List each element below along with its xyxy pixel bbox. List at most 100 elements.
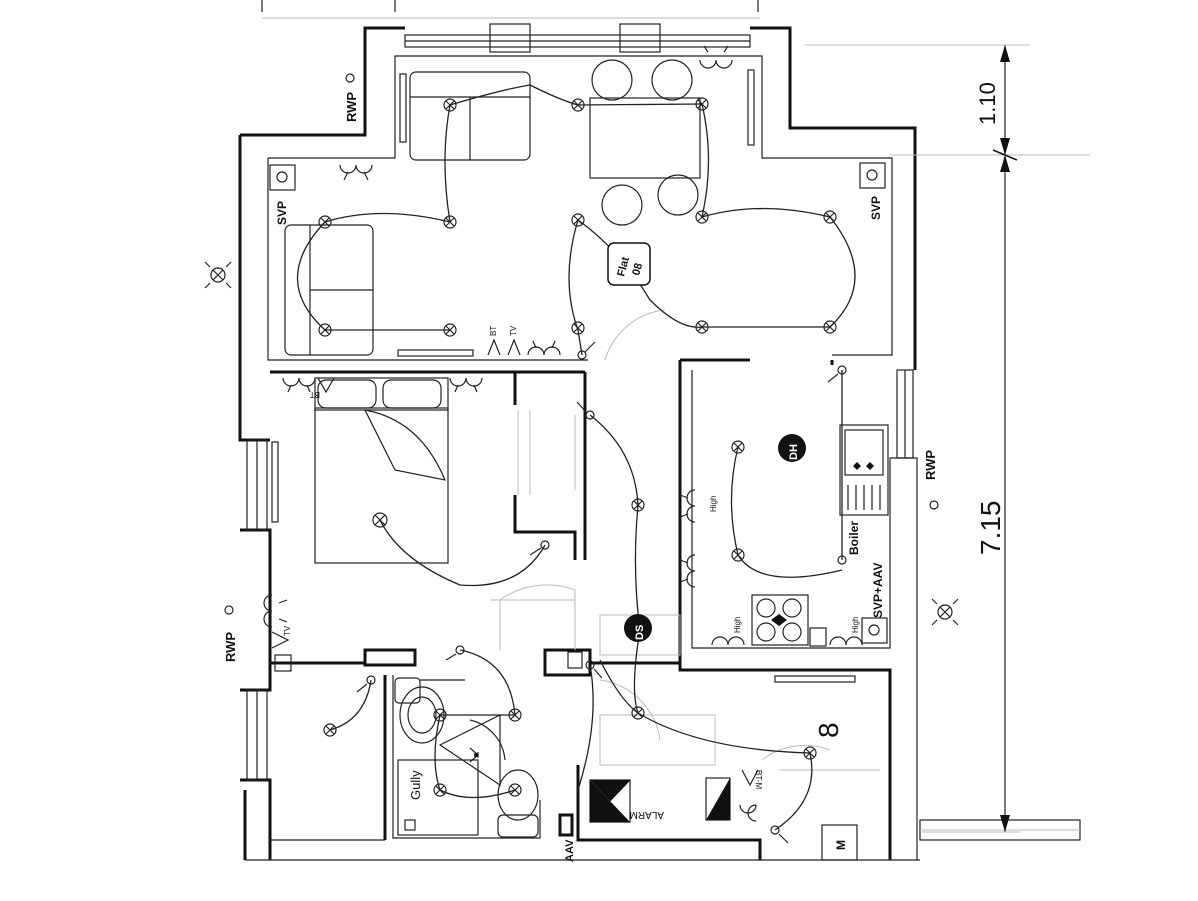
ceiling-light-icon [443,323,457,337]
light-switch-icon [529,540,550,556]
double-socket-icon [829,636,863,646]
light-switch-icon [585,660,603,679]
ceiling-light-icon [631,706,645,720]
hob [751,594,809,646]
double-socket-icon [263,594,288,628]
ceiling-light-icon [433,783,447,797]
ceiling-light-icon [823,320,837,334]
unit-number-label: 8 [813,722,844,738]
dh-symbol [778,434,806,462]
bt-label: BT [489,326,498,336]
external-light-icon [204,261,232,289]
switches [356,341,847,844]
flat-label: Flat [615,255,632,277]
sockets [263,45,863,822]
dimension-lines [805,44,1090,833]
ceiling-light-icon [695,97,709,111]
light-switch-icon [577,341,596,360]
windows [246,0,1081,841]
furniture [269,59,889,861]
basin [399,686,445,744]
meter-label: M [834,840,848,850]
svp-label: SVP [869,196,883,220]
ceiling-light-icon [372,512,388,528]
svp-label: SVP [275,201,289,225]
ceiling-light-icon [695,210,709,224]
dh-label: DH [788,444,800,460]
ds-symbol [624,614,652,642]
ceiling-light-icon [508,708,522,722]
high-label: High [733,617,742,633]
light-switch-icon [827,365,847,383]
light-points [318,97,837,797]
ceiling-light-icon [318,215,332,229]
high-label: High [851,617,860,633]
double-socket-icon [679,489,696,523]
ceiling-light-icon [508,783,522,797]
flat-number-label: 08 [630,262,645,277]
ceiling-light-icon [433,708,447,722]
door-swings [490,309,880,771]
double-socket-icon [711,636,745,646]
ceiling-light-icon [823,210,837,224]
high-label: High [709,496,718,512]
double-socket-icon [527,340,561,356]
rwp-label: RWP [923,450,938,480]
double-socket-icon [679,554,696,588]
rwp-label: RWP [344,92,359,122]
wiring [296,84,856,831]
double-socket-icon [699,45,733,69]
dimension-large-label: 7.15 [975,501,1006,556]
dining-table [589,97,701,179]
tv-label: TV [509,325,518,336]
double-socket-icon [339,164,373,181]
external-light-icon [931,598,959,626]
symbols [224,73,939,823]
flat-label-box [607,242,651,286]
light-switch-icon [356,675,376,693]
tv-point-icon [487,338,521,356]
light-switch-icon [837,555,847,565]
text-labels: RWP RWP RWP SVP SVP SVP+AAV Flat 08 DH D… [223,82,1006,862]
tv-point-icon [317,377,335,394]
ceiling-light-icon [443,215,457,229]
light-switch-icon [445,645,465,661]
bt-label: BT [310,390,320,399]
ceiling-light-icon [318,323,332,337]
double-socket-icon [282,377,316,393]
consumer-unit-icon [588,779,631,823]
meter-box-icon [705,777,731,821]
ceiling-light-icon [443,98,457,112]
ceiling-light-icon [695,320,709,334]
rwp-label: RWP [223,632,238,662]
gully-label: Gully [408,770,423,800]
ceiling-light-icon [803,746,817,760]
extractor-fan-icon [469,747,479,763]
double-socket-icon [739,804,757,822]
bt-m-label: BT-M [754,770,763,789]
ceiling-light-icon [731,440,745,454]
svp-aav-label: SVP+AAV [871,563,885,618]
ceiling-light-icon [631,498,645,512]
walls [238,26,920,861]
light-switch-icon [770,825,789,844]
ds-label: DS [634,625,646,640]
bed [314,407,449,564]
shower-tray [469,719,506,761]
aav-label: AAV [564,839,576,862]
ceiling-light-icon [571,98,585,112]
ceiling-light-icon [731,548,745,562]
light-switch-icon [576,401,595,420]
ceiling-light-icon [323,723,337,737]
external-lights [204,261,959,626]
alarm-label: ALARM [630,809,664,820]
meter-cupboard [821,824,858,861]
boiler-label: Boiler [847,521,861,555]
ceiling-light-icon [571,213,585,227]
tv-point-icon [741,769,759,787]
dimension-small-label: 1.10 [975,82,1000,125]
tv-label: TV [283,625,292,636]
kitchen-sink [839,424,889,516]
ceiling-light-icon [571,321,585,335]
